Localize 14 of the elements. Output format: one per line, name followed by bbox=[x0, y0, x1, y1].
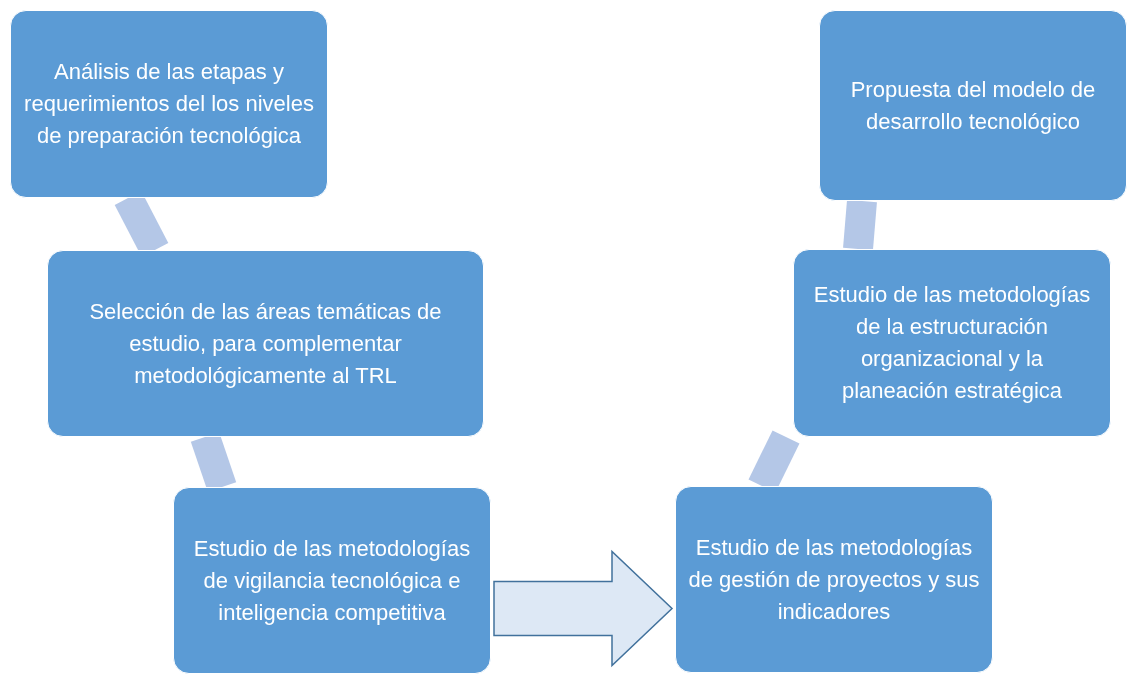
block-arrow bbox=[493, 549, 674, 668]
box-text: Análisis de las etapas y requerimientos del los niveles de preparación tecnológica bbox=[23, 58, 315, 150]
connector-band bbox=[843, 199, 877, 251]
box-text: Estudio de las metodologías de vigilancia tecnológica e inteligencia competitiva bbox=[192, 534, 472, 627]
process-box bbox=[47, 250, 484, 437]
box-text: Selección de las áreas temáticas de estudio, para complementar metodológicamente al TRL bbox=[88, 297, 443, 390]
box-text: Estudio de las metodologías de gestión de proyectos y sus indicadores bbox=[688, 533, 980, 626]
process-box bbox=[173, 487, 491, 674]
box-text: Propuesta del modelo de desarrollo tecnológico bbox=[849, 75, 1097, 136]
process-box bbox=[819, 10, 1127, 201]
process-box bbox=[793, 249, 1111, 437]
box-text: Estudio de las metodologías de la estructuración organizacional y la planeación estratégica bbox=[812, 281, 1092, 405]
process-box bbox=[675, 486, 993, 673]
process-box bbox=[10, 10, 328, 198]
